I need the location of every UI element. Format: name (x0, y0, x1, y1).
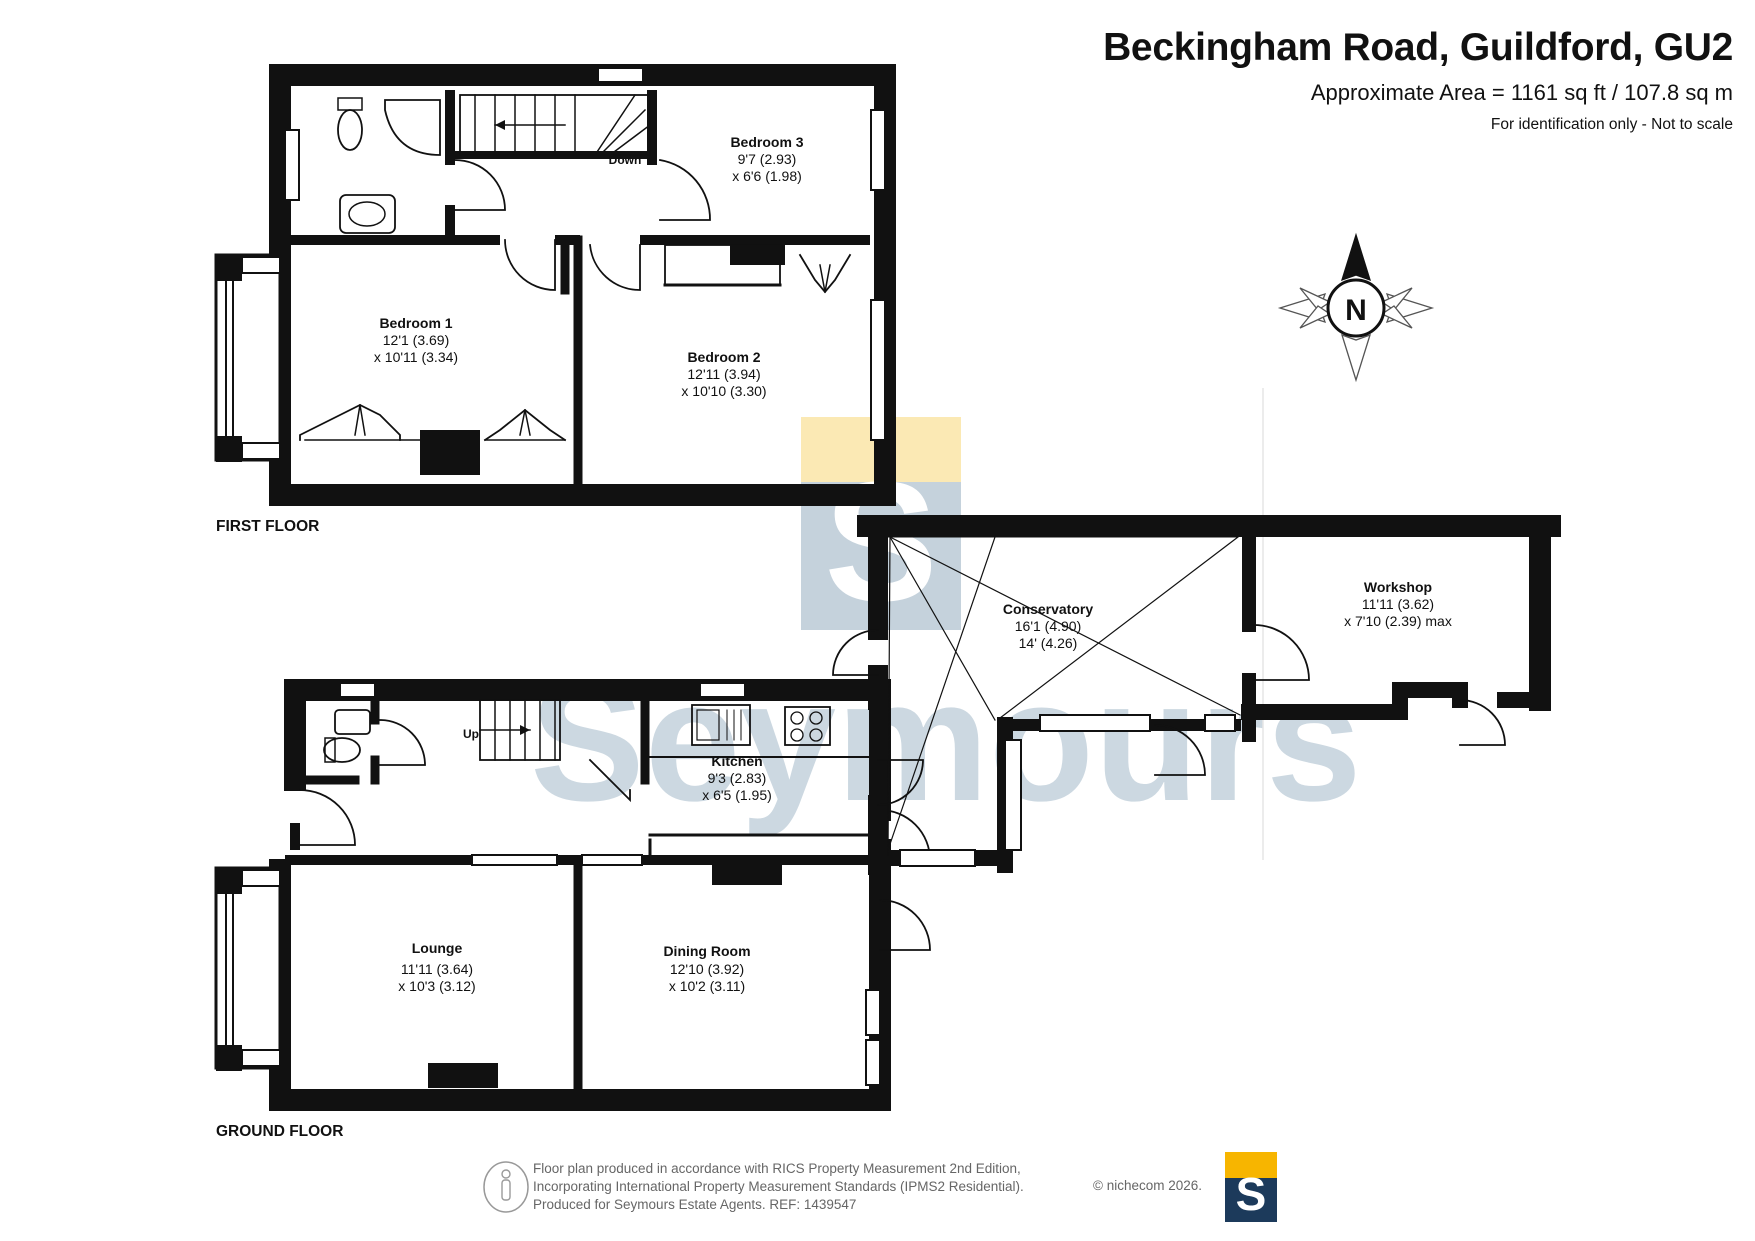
lounge-dim2: x 10'3 (3.12) (398, 978, 475, 994)
bedroom2-dim1: 12'11 (3.94) (687, 366, 760, 382)
kitchen-dim1: 9'3 (2.83) (708, 770, 767, 786)
workshop-name: Workshop (1364, 579, 1432, 595)
basin-ground-icon (334, 709, 371, 735)
compass-ring (1326, 278, 1386, 338)
room-labels: Bedroom 3 9'7 (2.93) x 6'6 (1.98) Bedroo… (374, 134, 1452, 994)
hob-icon (784, 706, 831, 746)
property-title: Beckingham Road, Guildford, GU2 (1103, 26, 1733, 69)
basin-icon (339, 194, 396, 234)
wc-ground-icon (323, 737, 361, 763)
first-floor-label: FIRST FLOOR (216, 518, 319, 535)
footer-text: Floor plan produced in accordance with R… (533, 1160, 1024, 1214)
conservatory-workshop (832, 515, 1561, 875)
chimney-breast-lounge (428, 1063, 498, 1088)
footer-credit: © nichecom 2026. (1093, 1178, 1203, 1193)
seymours-logo-icon: S (1225, 1152, 1277, 1222)
compass-north-label: N (1345, 294, 1367, 327)
bedroom2-dim2: x 10'10 (3.30) (681, 383, 766, 399)
bedroom3-name: Bedroom 3 (730, 134, 803, 150)
wc-icon (337, 109, 363, 151)
bedroom3-dim1: 9'7 (2.93) (738, 151, 797, 167)
workshop-dim2: x 7'10 (2.39) max (1344, 613, 1452, 629)
dining-name: Dining Room (663, 943, 750, 959)
sink-icon (691, 704, 751, 746)
stairs-down-label: Down (609, 153, 642, 167)
shower-icon (384, 99, 441, 156)
footer-line2: Incorporating International Property Mea… (533, 1179, 1024, 1194)
bedroom3-dim2: x 6'6 (1.98) (732, 168, 802, 184)
compass-rose-icon: N (1277, 232, 1435, 383)
kitchen-name: Kitchen (711, 753, 762, 769)
footer-line3: Produced for Seymours Estate Agents. REF… (533, 1197, 857, 1212)
chimney-breast-dining (712, 860, 782, 885)
bedroom1-name: Bedroom 1 (379, 315, 452, 331)
dining-dim1: 12'10 (3.92) (670, 961, 744, 977)
lounge-dim1: 11'11 (3.64) (401, 961, 473, 977)
kitchen-dim2: x 6'5 (1.95) (702, 787, 772, 803)
measurement-person-icon (483, 1161, 529, 1213)
dining-dim2: x 10'2 (3.11) (669, 978, 745, 994)
watermark-text: Seymours (530, 645, 1362, 837)
watermark: S Seymours (530, 417, 1362, 837)
bedroom1-dim2: x 10'11 (3.34) (374, 349, 458, 365)
ground-floor-label: GROUND FLOOR (216, 1123, 343, 1140)
conservatory-dim1: 16'1 (4.90) (1015, 618, 1082, 634)
workshop-dim1: 11'11 (3.62) (1362, 596, 1434, 612)
lounge-name: Lounge (412, 940, 463, 956)
bedroom1-dim1: 12'1 (3.69) (383, 332, 450, 348)
footer-line1: Floor plan produced in accordance with R… (533, 1161, 1021, 1176)
identification-note: For identification only - Not to scale (1490, 116, 1733, 133)
approximate-area: Approximate Area = 1161 sq ft / 107.8 sq… (1310, 80, 1733, 105)
bedroom2-name: Bedroom 2 (687, 349, 760, 365)
chimney-breast-bed1 (420, 430, 480, 475)
conservatory-name: Conservatory (1003, 601, 1093, 617)
conservatory-dim2: 14' (4.26) (1019, 635, 1078, 651)
logo-letter: S (1236, 1168, 1267, 1220)
window-top (597, 67, 644, 83)
first-floor (214, 64, 896, 506)
stairs-up-label: Up (463, 727, 479, 741)
